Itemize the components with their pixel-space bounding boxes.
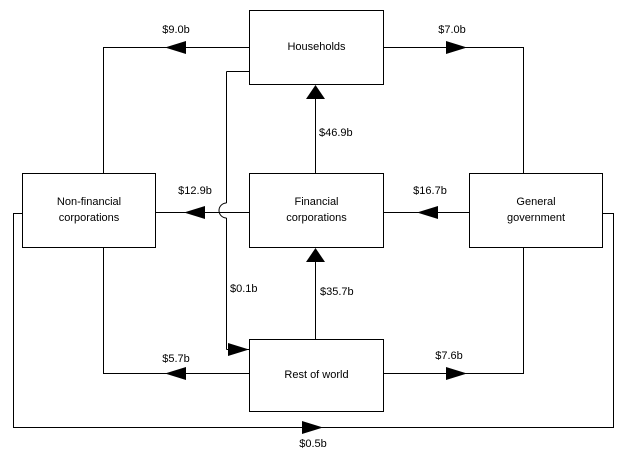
node-rest-of-world-label: Rest of world	[284, 368, 349, 381]
arrowhead-right-0-5b	[302, 421, 323, 434]
arrowhead-right-7-0b	[446, 41, 467, 54]
flow-label-16-7b: $16.7b	[413, 185, 447, 197]
connector-households-to-government	[384, 47, 524, 173]
flow-label-5-7b: $5.7b	[162, 353, 190, 365]
connector-restofworld-to-government	[384, 248, 524, 374]
connector-restofworld-to-nonfinancial	[103, 248, 249, 374]
node-non-financial-corporations: Non-financial corporations	[22, 173, 156, 248]
flow-label-7-0b: $7.0b	[438, 24, 466, 36]
node-general-government: General government	[469, 173, 603, 248]
flow-label-46-9b: $46.9b	[319, 127, 353, 139]
arrowhead-left-12-9b	[184, 206, 205, 219]
node-rest-of-world: Rest of world	[249, 339, 384, 412]
node-general-government-label: General government	[506, 196, 566, 224]
line-jump-arc	[218, 202, 227, 219]
arrowhead-right-7-6b	[446, 367, 467, 380]
arrowhead-up-35-7b	[306, 248, 325, 262]
arrowhead-left-9-0b	[165, 41, 186, 54]
node-financial-corporations-label: Financial corporations	[286, 196, 347, 224]
node-non-financial-corporations-label: Non-financial corporations	[56, 196, 122, 224]
flow-label-7-6b: $7.6b	[435, 350, 463, 362]
flow-label-35-7b: $35.7b	[320, 286, 354, 298]
flow-label-0-5b: $0.5b	[299, 438, 327, 450]
connector-households-to-restofworld	[226, 71, 249, 350]
arrowhead-left-16-7b	[417, 206, 438, 219]
flow-label-12-9b: $12.9b	[178, 185, 212, 197]
flow-label-0-1b: $0.1b	[230, 283, 258, 295]
arrowhead-up-46-9b	[306, 85, 325, 99]
arrowhead-left-5-7b	[165, 367, 186, 380]
node-households-label: Households	[287, 40, 346, 53]
connector-households-to-nonfinancial	[103, 47, 249, 173]
flow-label-9-0b: $9.0b	[162, 24, 190, 36]
node-financial-corporations: Financial corporations	[249, 173, 384, 248]
node-households: Households	[249, 10, 384, 85]
arrowhead-right-0-1b	[228, 343, 249, 356]
